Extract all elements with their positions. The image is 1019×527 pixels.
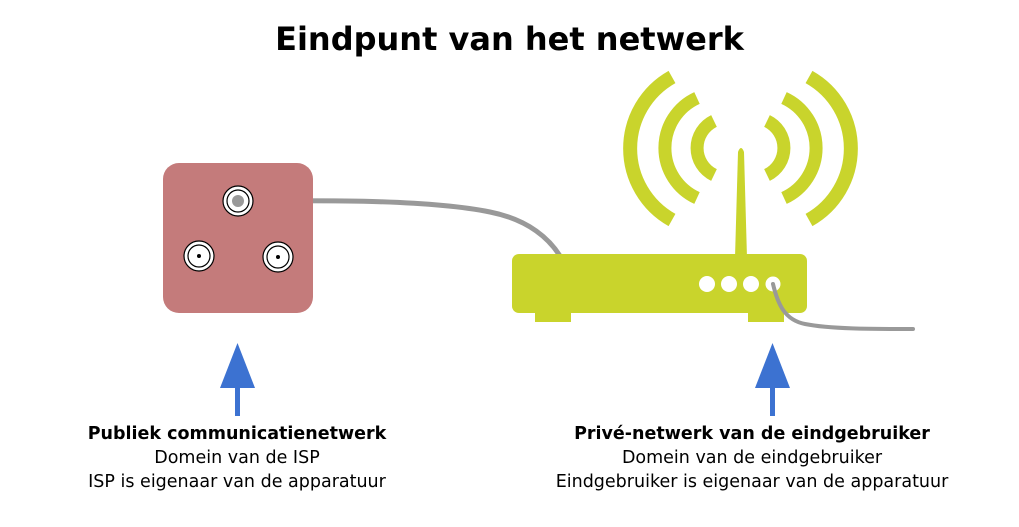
private-network-caption: Privé-netwerk van de eindgebruiker Domei… xyxy=(502,422,1002,494)
private-network-owner: Eindgebruiker is eigenaar van de apparat… xyxy=(555,472,949,492)
wall-socket-icon xyxy=(163,163,313,313)
cable-router-to-lan xyxy=(771,282,915,331)
public-network-caption: Publiek communicatienetwerk Domein van d… xyxy=(22,422,452,494)
router-icon xyxy=(512,148,807,322)
public-network-heading: Publiek communicatienetwerk xyxy=(87,424,387,444)
public-network-owner: ISP is eigenaar van de apparatuur xyxy=(88,472,386,492)
page-title: Eindpunt van het netwerk xyxy=(275,20,744,58)
arrow-up-icon-left xyxy=(220,343,255,416)
public-network-domain: Domein van de ISP xyxy=(154,448,320,468)
private-network-heading: Privé-netwerk van de eindgebruiker xyxy=(574,424,930,444)
wifi-signal-icon xyxy=(623,70,858,227)
arrow-up-icon-right xyxy=(755,343,790,416)
private-network-domain: Domein van de eindgebruiker xyxy=(621,448,883,468)
